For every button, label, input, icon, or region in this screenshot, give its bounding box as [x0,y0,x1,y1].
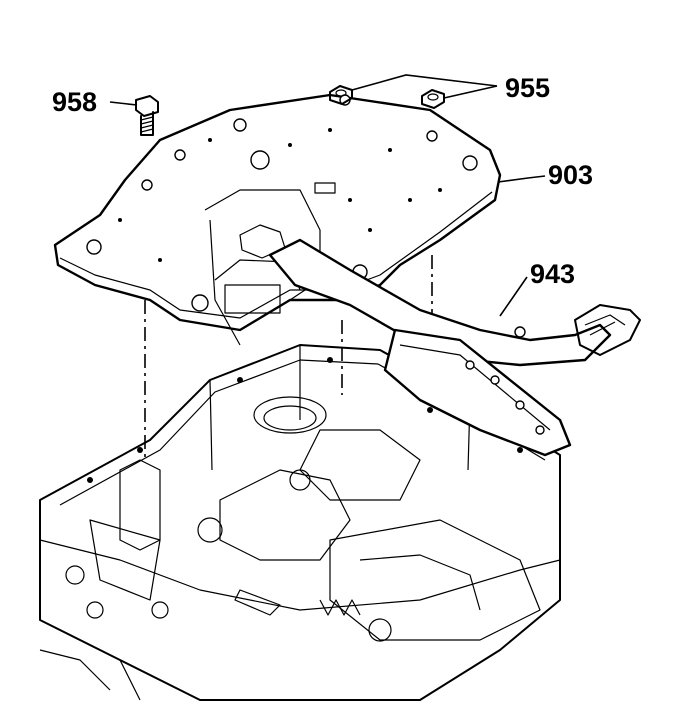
leader-lines [109,74,546,317]
bolt-958 [135,95,159,136]
nut-955-right [421,89,445,109]
callout-958: 958 [52,87,97,117]
wiring-harness [239,224,641,457]
spacer-plate [53,93,502,346]
transmission-case [39,344,561,701]
callout-943: 943 [530,259,575,289]
callout-955: 955 [505,73,550,103]
nut-955-left [329,85,353,105]
callout-903: 903 [548,160,593,190]
